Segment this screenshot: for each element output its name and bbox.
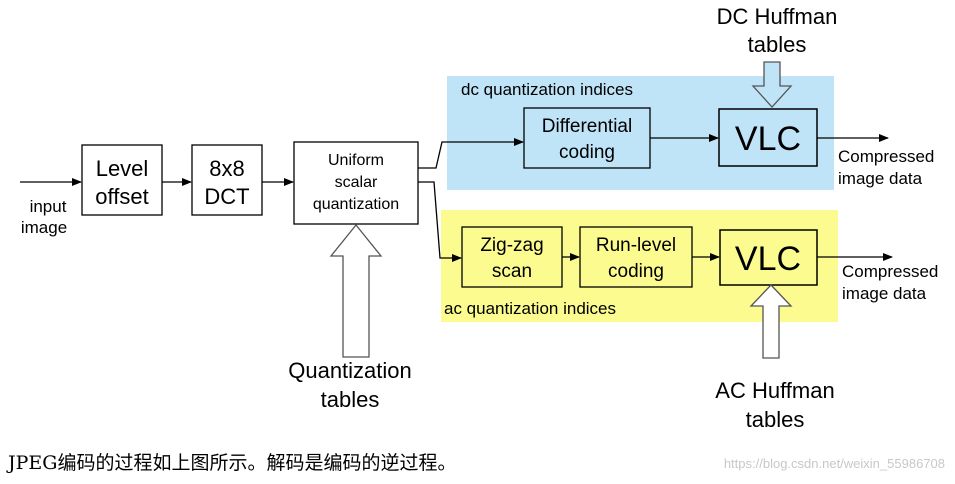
vlc-dc-label: VLC — [735, 120, 801, 158]
vlc-dc-block — [718, 108, 818, 167]
dct-block — [191, 144, 263, 216]
dct-line1: 8x8 — [209, 156, 244, 181]
quantizer-line3: quantization — [313, 196, 399, 213]
ac-output-line1: Compressed — [842, 262, 938, 281]
arrow-quantizer-to-differential — [418, 138, 524, 169]
arrow-quantizer-to-zigzag — [418, 181, 462, 262]
differential-block — [523, 107, 651, 169]
dc-huffman-line2: tables — [748, 32, 807, 57]
quantizer-line1: Uniform — [328, 152, 384, 169]
watermark-text: https://blog.csdn.net/weixin_55986708 — [723, 456, 945, 471]
dct-line2: DCT — [204, 184, 249, 209]
level-offset-line2: offset — [95, 184, 148, 209]
ac-region-label: ac quantization indices — [444, 299, 616, 318]
vlc-ac-label: VLC — [735, 240, 801, 278]
input-label-line1: input — [30, 197, 67, 216]
zigzag-line1: Zig-zag — [480, 235, 543, 256]
quant-tables-arrow — [329, 223, 383, 358]
dc-output-line1: Compressed — [838, 147, 934, 166]
quantizer-line2: scalar — [335, 174, 378, 191]
differential-line2: coding — [559, 142, 615, 163]
dc-huffman-line1: DC Huffman — [717, 4, 838, 29]
level-offset-line1: Level — [96, 156, 149, 181]
quant-tables-line2: tables — [321, 387, 380, 412]
dc-region-label: dc quantization indices — [461, 80, 633, 99]
ac-huffman-line1: AC Huffman — [715, 378, 834, 403]
ac-output-line2: image data — [842, 284, 927, 303]
caption-text: JPEG编码的过程如上图所示。解码是编码的逆过程。 — [8, 452, 457, 474]
vlc-ac-block — [719, 229, 818, 286]
runlevel-line2: coding — [608, 261, 664, 282]
input-label-line2: image — [21, 218, 67, 237]
differential-line1: Differential — [542, 116, 632, 137]
dc-huffman-arrow — [751, 61, 793, 108]
dc-output-line2: image data — [838, 169, 923, 188]
zigzag-line2: scan — [492, 261, 532, 282]
zigzag-block — [461, 226, 563, 288]
quant-tables-line1: Quantization — [288, 358, 412, 383]
ac-huffman-arrow — [749, 284, 793, 359]
level-offset-block — [81, 144, 163, 216]
ac-huffman-line2: tables — [746, 407, 805, 432]
runlevel-block — [579, 226, 693, 288]
runlevel-line1: Run-level — [596, 235, 676, 256]
